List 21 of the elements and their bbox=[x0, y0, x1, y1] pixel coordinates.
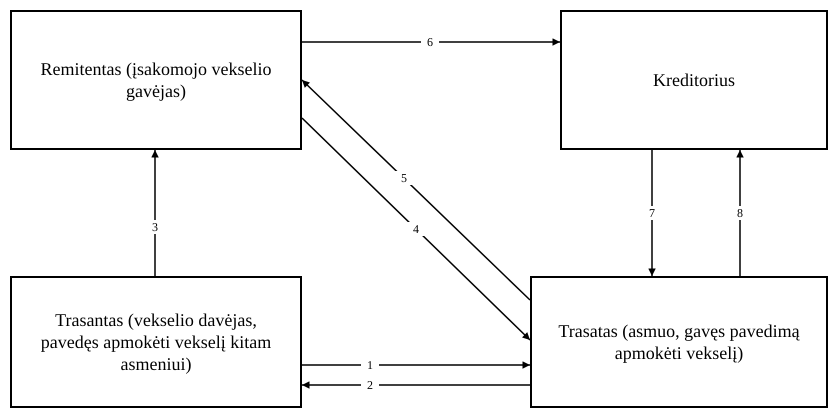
arrow bbox=[302, 38, 560, 46]
entity-box bbox=[530, 276, 828, 408]
entity-box bbox=[560, 10, 828, 150]
edge-label: 2 bbox=[361, 378, 379, 392]
arrow bbox=[648, 150, 656, 276]
box-text: Remitentas (įsakomojo vekselio gavėjas) bbox=[40, 58, 272, 102]
edge-label: 4 bbox=[407, 222, 425, 236]
box-text: Kreditorius bbox=[653, 69, 735, 91]
entity-box bbox=[10, 276, 302, 408]
edge-label: 6 bbox=[421, 35, 439, 49]
edge-label: 5 bbox=[395, 171, 413, 185]
arrow bbox=[736, 150, 744, 276]
edge-label: 1 bbox=[361, 358, 379, 372]
entity-box bbox=[10, 10, 302, 150]
arrow bbox=[151, 150, 159, 276]
arrow bbox=[302, 381, 530, 389]
arrow bbox=[301, 79, 531, 301]
arrow bbox=[302, 361, 530, 369]
box-text: Trasatas (asmuo, gavęs pavedimą apmokėti vekselį) bbox=[557, 320, 801, 364]
box-text: Trasantas (vekselio davėjas, pavedęs apmokėti vekselį kitam asmeniui) bbox=[40, 309, 272, 375]
arrow bbox=[301, 117, 531, 341]
